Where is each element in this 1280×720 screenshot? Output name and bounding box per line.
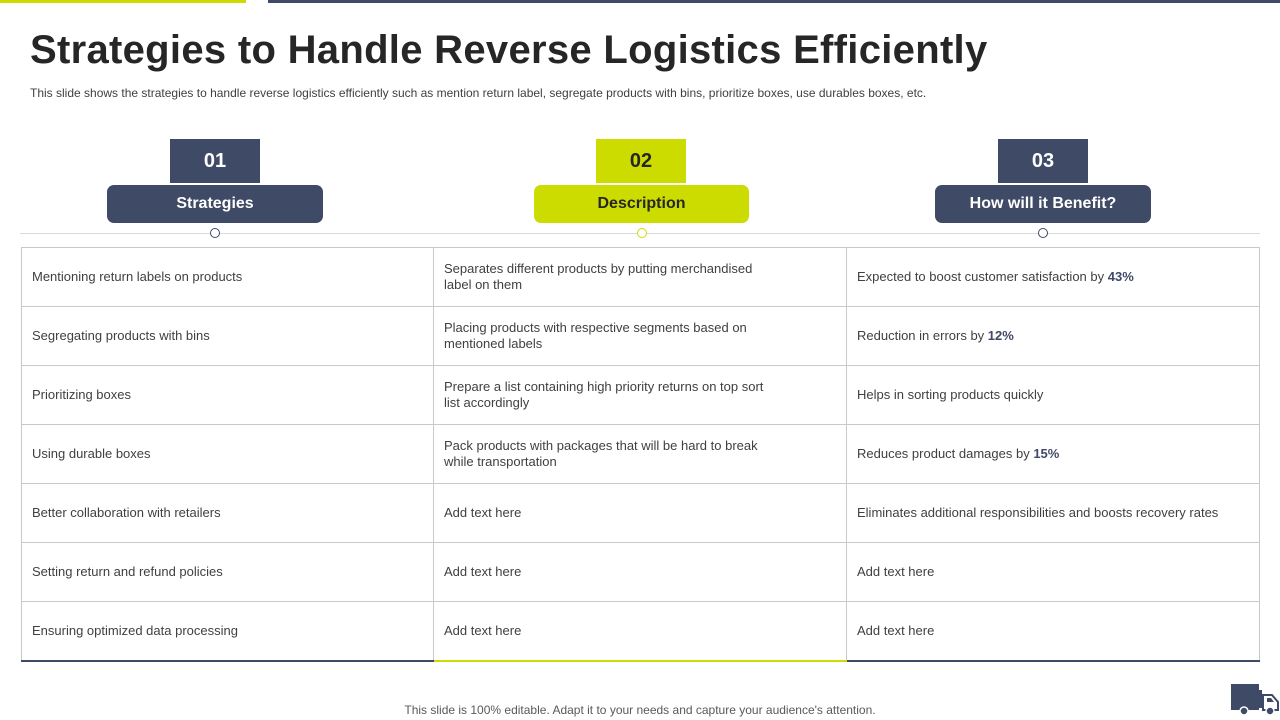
column-header-description: Description bbox=[534, 185, 749, 223]
strategy-cell: Segregating products with bins bbox=[21, 306, 434, 366]
description-cell: Add text here bbox=[433, 483, 847, 543]
benefit-text: Helps in sorting products quickly bbox=[857, 387, 1044, 402]
table-row: Using durable boxes Pack products with pa… bbox=[21, 424, 1260, 484]
benefit-percentage: 15% bbox=[1033, 446, 1060, 461]
footer-note: This slide is 100% editable. Adapt it to… bbox=[404, 703, 876, 717]
slide-subtitle: This slide shows the strategies to handl… bbox=[30, 86, 927, 100]
delivery-truck-icon bbox=[1236, 690, 1279, 716]
table-row: Segregating products with bins Placing pr… bbox=[21, 306, 1260, 366]
strategy-cell: Using durable boxes bbox=[21, 424, 434, 484]
benefit-text: Reduction in errors by bbox=[857, 328, 988, 343]
benefit-percentage: 12% bbox=[987, 328, 1014, 343]
strategy-cell: Better collaboration with retailers bbox=[21, 483, 434, 543]
table-row: Ensuring optimized data processing Add te… bbox=[21, 601, 1260, 662]
column-number-01: 01 bbox=[170, 139, 260, 183]
connector-dot-2 bbox=[637, 228, 647, 238]
benefit-text: Expected to boost customer satisfaction … bbox=[857, 269, 1108, 284]
strategy-cell: Prioritizing boxes bbox=[21, 365, 434, 425]
table-row: Better collaboration with retailers Add t… bbox=[21, 483, 1260, 543]
benefit-cell: Reduction in errors by 12% bbox=[846, 306, 1260, 366]
benefit-text: Eliminates additional responsibilities a… bbox=[857, 505, 1219, 520]
table-row: Setting return and refund policies Add te… bbox=[21, 542, 1260, 602]
description-text: Add text here bbox=[444, 622, 522, 638]
table-row: Prioritizing boxes Prepare a list contain… bbox=[21, 365, 1260, 425]
benefit-cell: Eliminates additional responsibilities a… bbox=[846, 483, 1260, 543]
benefit-text: Reduces product damages by bbox=[857, 446, 1034, 461]
description-text: Add text here bbox=[444, 564, 522, 579]
description-text: Placing products with respective segment… bbox=[444, 320, 747, 351]
top-accent-bar-green bbox=[0, 0, 246, 3]
description-text: Separates different products by putting … bbox=[444, 261, 753, 292]
strategy-cell: Setting return and refund policies bbox=[21, 542, 434, 602]
description-text: Add text here bbox=[444, 505, 522, 520]
description-text: Prepare a list containing high priority … bbox=[444, 379, 764, 410]
benefit-text: Add text here bbox=[857, 622, 935, 638]
column-number-03: 03 bbox=[998, 139, 1088, 183]
benefit-cell: Reduces product damages by 15% bbox=[846, 424, 1260, 484]
description-text: Pack products with packages that will be… bbox=[444, 438, 758, 469]
description-cell: Separates different products by putting … bbox=[433, 247, 847, 307]
benefit-cell: Add text here bbox=[846, 542, 1260, 602]
benefit-cell: Add text here bbox=[846, 601, 1260, 662]
description-cell: Placing products with respective segment… bbox=[433, 306, 847, 366]
benefit-percentage: 43% bbox=[1107, 269, 1134, 284]
description-cell: Pack products with packages that will be… bbox=[433, 424, 847, 484]
connector-dot-3 bbox=[1038, 228, 1048, 238]
column-header-strategies: Strategies bbox=[107, 185, 323, 223]
table-row: Mentioning return labels on products Sepa… bbox=[21, 247, 1260, 307]
connector-dot-1 bbox=[210, 228, 220, 238]
benefit-cell: Helps in sorting products quickly bbox=[846, 365, 1260, 425]
description-cell: Prepare a list containing high priority … bbox=[433, 365, 847, 425]
strategy-cell: Mentioning return labels on products bbox=[21, 247, 434, 307]
benefit-text: Add text here bbox=[857, 564, 935, 579]
description-cell: Add text here bbox=[433, 601, 847, 662]
strategy-cell: Ensuring optimized data processing bbox=[21, 601, 434, 662]
slide-title: Strategies to Handle Reverse Logistics E… bbox=[30, 28, 988, 72]
strategies-table: Mentioning return labels on products Sepa… bbox=[21, 247, 1260, 662]
description-cell: Add text here bbox=[433, 542, 847, 602]
top-accent-bar-navy bbox=[268, 0, 1280, 3]
column-header-benefit: How will it Benefit? bbox=[935, 185, 1151, 223]
column-number-02: 02 bbox=[596, 139, 686, 183]
benefit-cell: Expected to boost customer satisfaction … bbox=[846, 247, 1260, 307]
